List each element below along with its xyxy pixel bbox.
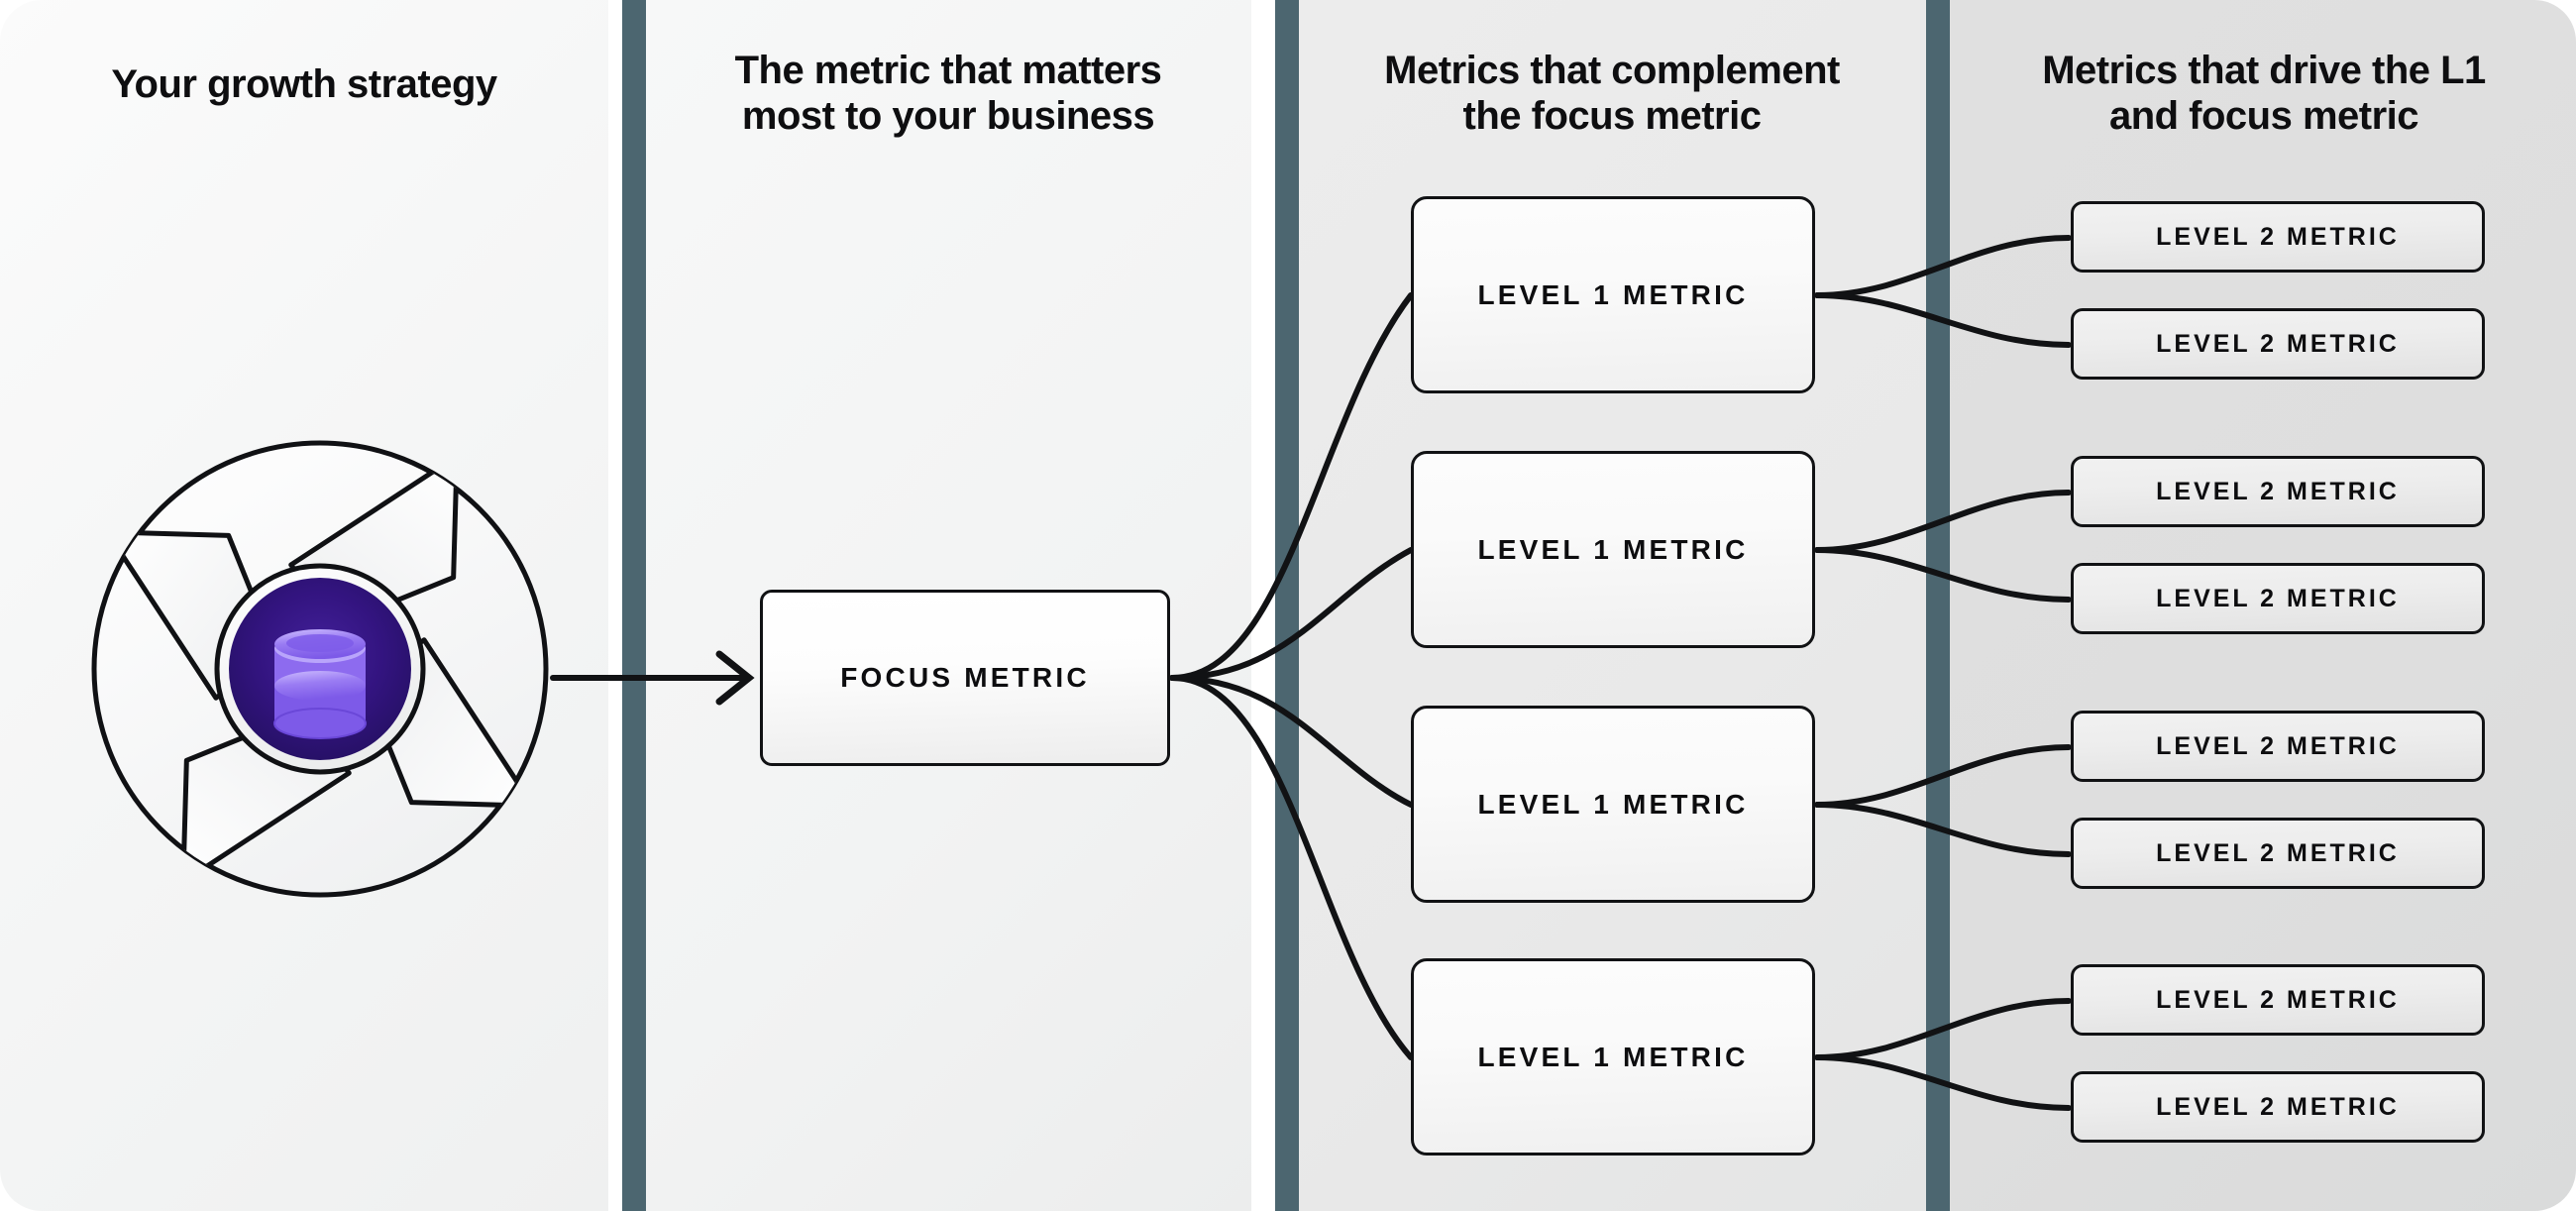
level-1-metric-node-1[interactable]: LEVEL 1 METRIC [1411,196,1815,393]
level-2-metric-node-4[interactable]: LEVEL 2 METRIC [2071,563,2485,634]
level-2-metric-node-6[interactable]: LEVEL 2 METRIC [2071,818,2485,889]
level-2-metric-node-1[interactable]: LEVEL 2 METRIC [2071,201,2485,273]
level-1-metric-label: LEVEL 1 METRIC [1477,788,1749,820]
level-1-metric-label: LEVEL 1 METRIC [1477,278,1749,310]
level-2-metric-label: LEVEL 2 METRIC [2156,222,2400,251]
level-2-metric-label: LEVEL 2 METRIC [2156,731,2400,760]
level-1-metric-node-3[interactable]: LEVEL 1 METRIC [1411,706,1815,903]
level-2-metric-label: LEVEL 2 METRIC [2156,838,2400,867]
column-separator-3 [1926,0,1950,1211]
level-2-metric-node-5[interactable]: LEVEL 2 METRIC [2071,711,2485,782]
level-2-metric-label: LEVEL 2 METRIC [2156,985,2400,1014]
level-2-metric-node-3[interactable]: LEVEL 2 METRIC [2071,456,2485,527]
level-2-metric-label: LEVEL 2 METRIC [2156,584,2400,612]
level-1-metric-label: LEVEL 1 METRIC [1477,1041,1749,1072]
level-1-metric-node-2[interactable]: LEVEL 1 METRIC [1411,451,1815,648]
level-1-metric-node-4[interactable]: LEVEL 1 METRIC [1411,958,1815,1156]
database-icon [273,629,367,739]
level-2-metric-label: LEVEL 2 METRIC [2156,329,2400,358]
column-separator-2 [1275,0,1299,1211]
focus-metric-label: FOCUS METRIC [840,662,1090,693]
level-2-metric-node-7[interactable]: LEVEL 2 METRIC [2071,964,2485,1036]
level-1-metric-label: LEVEL 1 METRIC [1477,533,1749,565]
level-2-metric-node-2[interactable]: LEVEL 2 METRIC [2071,308,2485,380]
focus-metric-node[interactable]: FOCUS METRIC [760,590,1170,766]
level-2-metric-label: LEVEL 2 METRIC [2156,1092,2400,1121]
level-2-metric-label: LEVEL 2 METRIC [2156,477,2400,505]
growth-strategy-emblem [91,440,549,898]
column-separator-1 [622,0,646,1211]
level-2-metric-node-8[interactable]: LEVEL 2 METRIC [2071,1071,2485,1143]
